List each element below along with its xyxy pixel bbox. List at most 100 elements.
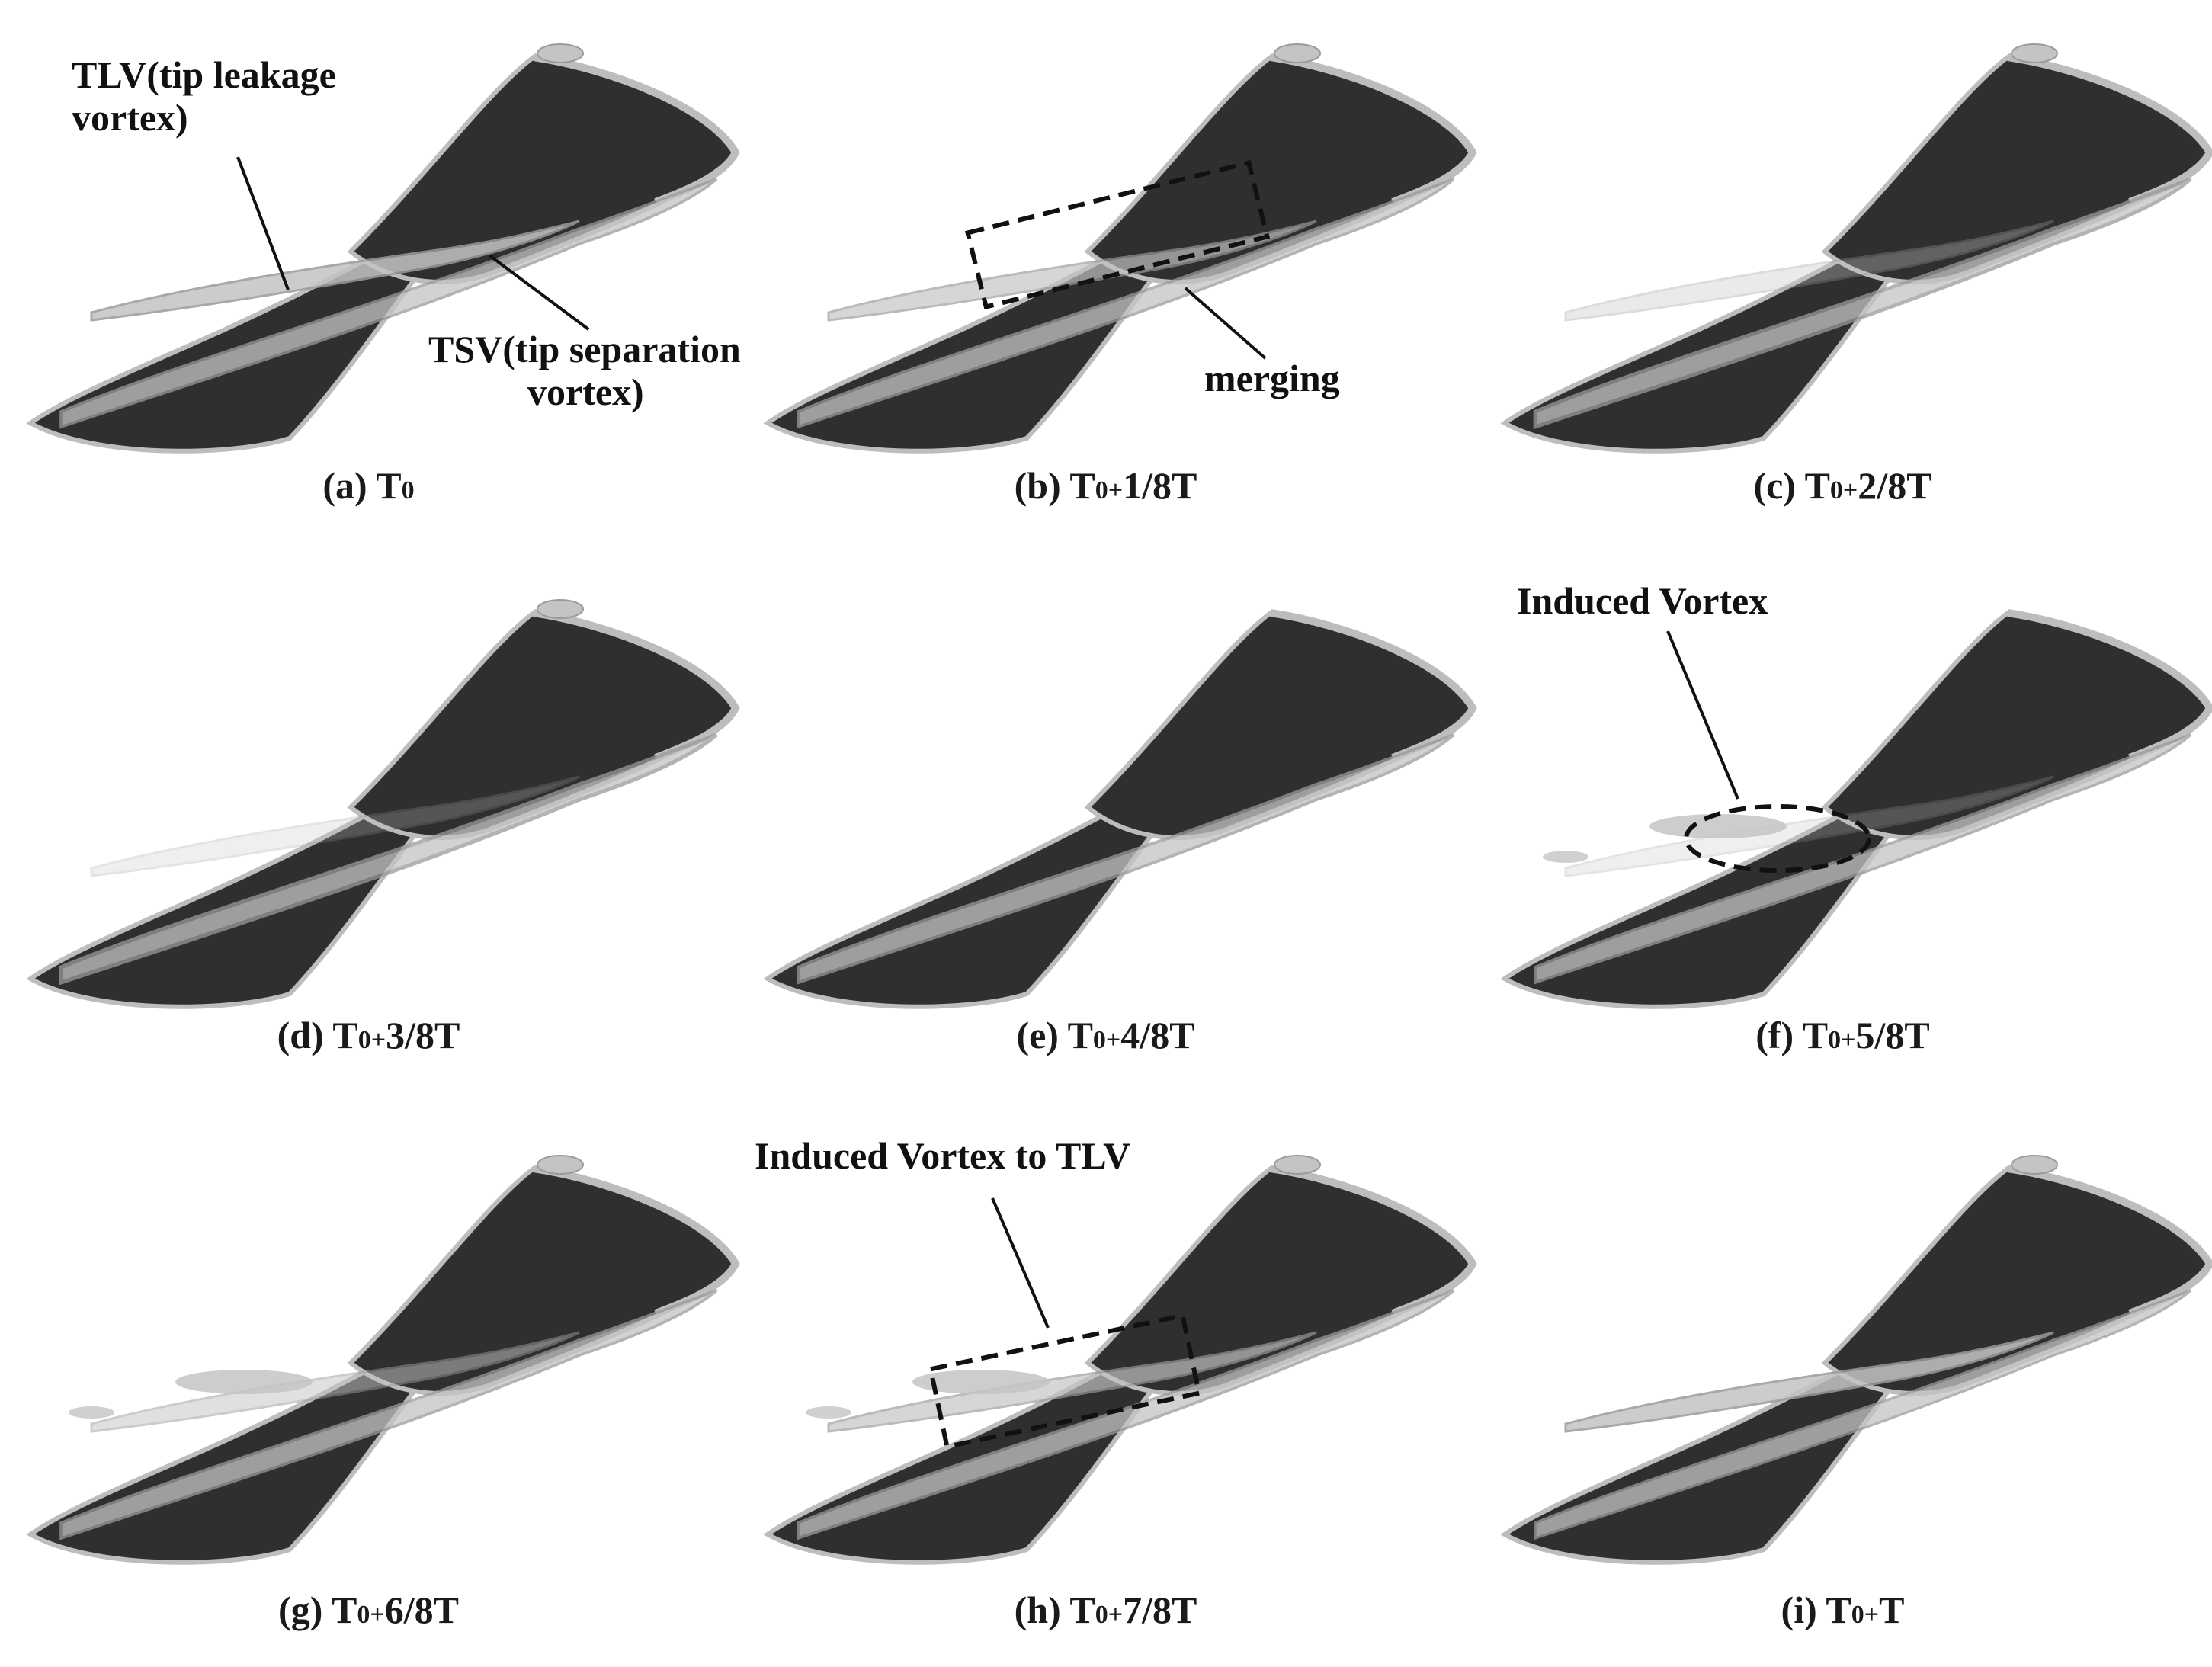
caption-base: T — [1069, 464, 1095, 507]
tsv-vortex-tube — [59, 733, 718, 986]
caption-sub: 0+ — [357, 1026, 386, 1054]
blade-render-d — [26, 599, 740, 1009]
induced-vortex-label: Induced Vortex — [1517, 579, 1768, 622]
tip-vortex-fragment — [537, 43, 584, 63]
merging-label: merging — [1204, 357, 1340, 399]
caption-sub: 0+ — [1828, 1026, 1856, 1054]
caption-h: (h) T0+7/8T — [737, 1588, 1474, 1632]
caption-i: (i) T0+T — [1474, 1588, 2211, 1632]
blade-render-h — [763, 1155, 1477, 1565]
tlv-vortex-tube — [1564, 1331, 2054, 1433]
panel-i: (i) T0+T — [1474, 1111, 2212, 1667]
panel-g: (g) T0+6/8T — [0, 1111, 740, 1667]
caption-base: T — [1826, 1588, 1851, 1631]
blade-render-c — [1500, 43, 2212, 454]
caption-base: T — [376, 464, 402, 507]
tsv-label-line1: TSV(tip separation — [428, 328, 741, 370]
caption-base: T — [1804, 464, 1830, 507]
caption-sub: 0+ — [357, 1601, 385, 1629]
blade-render-a — [26, 43, 740, 454]
caption-d: (d) T0+3/8T — [0, 1013, 737, 1057]
caption-suffix: T — [1879, 1588, 1905, 1631]
caption-sub: 0+ — [1095, 476, 1124, 505]
tlv-vortex-tube — [90, 775, 580, 877]
blade-render-g — [26, 1155, 740, 1565]
blade-group — [1500, 609, 2212, 1009]
caption-e: (e) T0+4/8T — [737, 1013, 1474, 1057]
tip-vortex-fragment — [1274, 43, 1321, 63]
caption-base: T — [1067, 1014, 1093, 1056]
blade-group — [763, 43, 1477, 454]
tsv-vortex-tube — [1534, 1289, 2192, 1540]
caption-suffix: 5/8T — [1855, 1014, 1930, 1056]
induced-to-tlv-text: Induced Vortex to TLV — [755, 1134, 1131, 1177]
induced-vortex-fragment — [175, 1370, 313, 1394]
panel-e: (e) T0+4/8T — [737, 556, 1477, 1111]
panel-h: (h) T0+7/8T — [737, 1111, 1477, 1667]
caption-sub: 0 — [401, 476, 415, 505]
merging-text: merging — [1204, 357, 1340, 399]
induced-vortex-fragment — [1649, 814, 1787, 838]
caption-letter: (b) — [1014, 464, 1061, 507]
caption-letter: (a) — [322, 464, 367, 507]
blade-render-i — [1500, 1155, 2212, 1565]
tsv-label: TSV(tip separation vortex) — [428, 328, 741, 413]
blade-group — [1500, 1155, 2212, 1565]
tlv-label: TLV(tip leakage vortex) — [72, 53, 336, 139]
caption-letter: (g) — [278, 1588, 323, 1631]
tsv-vortex-tube — [59, 178, 718, 429]
tip-vortex-fragment — [537, 1155, 584, 1175]
caption-suffix: 6/8T — [384, 1588, 459, 1631]
caption-base: T — [1069, 1588, 1095, 1631]
caption-suffix: 4/8T — [1120, 1014, 1195, 1056]
caption-sub: 0+ — [1095, 1601, 1124, 1629]
tip-vortex-fragment — [537, 599, 584, 619]
caption-letter: (e) — [1016, 1014, 1059, 1056]
induced-to-tlv-label: Induced Vortex to TLV — [755, 1134, 1130, 1177]
tsv-vortex-tube — [59, 1289, 718, 1540]
blade-group — [26, 1155, 740, 1565]
blade-group — [26, 599, 740, 1009]
caption-letter: (h) — [1014, 1588, 1061, 1631]
caption-base: T — [1802, 1014, 1829, 1056]
panel-c: (c) T0+2/8T — [1474, 0, 2212, 556]
tip-vortex-fragment — [1274, 1155, 1321, 1175]
caption-letter: (i) — [1781, 1588, 1817, 1631]
panel-f: (f) T0+5/8T — [1474, 556, 2212, 1111]
blade-group — [26, 43, 740, 454]
caption-suffix: 2/8T — [1858, 464, 1932, 507]
tlv-vortex-tube — [1564, 220, 2054, 322]
detached-vortex-fragment — [806, 1406, 851, 1419]
tsv-vortex-tube — [1533, 177, 2192, 430]
caption-suffix: 1/8T — [1123, 464, 1197, 507]
panel-b: (b) T0+1/8T — [737, 0, 1477, 556]
tip-vortex-fragment — [2011, 43, 2058, 63]
caption-sub: 0+ — [1092, 1026, 1121, 1054]
caption-sub: 0+ — [1829, 476, 1858, 505]
induced-vortex-text: Induced Vortex — [1517, 579, 1768, 622]
panel-d: (d) T0+3/8T — [0, 556, 740, 1111]
panel-a: (a) T0 — [0, 0, 740, 556]
tsv-vortex-tube — [796, 733, 1455, 985]
caption-letter: (c) — [1753, 464, 1796, 507]
caption-c: (c) T0+2/8T — [1474, 463, 2211, 508]
blade-render-e — [763, 609, 1477, 1009]
caption-suffix: 7/8T — [1123, 1588, 1197, 1631]
caption-letter: (d) — [277, 1014, 324, 1056]
detached-vortex-fragment — [1543, 851, 1588, 863]
caption-b: (b) T0+1/8T — [737, 463, 1474, 508]
caption-letter: (f) — [1755, 1014, 1794, 1056]
blade-group — [763, 1155, 1477, 1565]
tsv-label-line2: vortex) — [527, 370, 644, 413]
induced-vortex-fragment — [912, 1370, 1050, 1394]
tlv-label-line1: TLV(tip leakage — [72, 53, 336, 96]
caption-a: (a) T0 — [0, 463, 737, 508]
blade-group — [1500, 43, 2212, 454]
caption-base: T — [332, 1014, 358, 1056]
blade-group — [763, 609, 1477, 1009]
tlv-label-line2: vortex) — [72, 96, 188, 139]
caption-suffix: 3/8T — [386, 1014, 460, 1056]
caption-g: (g) T0+6/8T — [0, 1588, 737, 1632]
caption-base: T — [331, 1588, 357, 1631]
